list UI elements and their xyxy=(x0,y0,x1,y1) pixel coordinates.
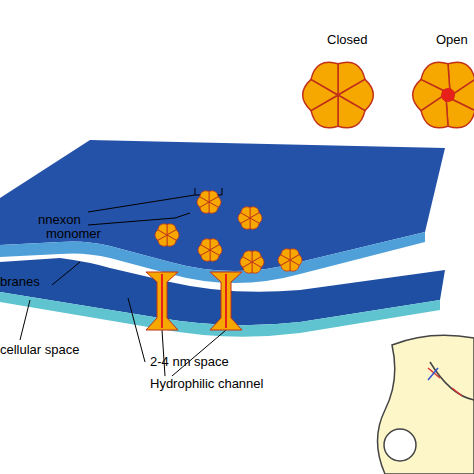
connexin-monomer xyxy=(210,250,219,261)
part-label: cellular space xyxy=(0,342,80,357)
connexon xyxy=(197,191,221,213)
part-label: branes xyxy=(0,274,40,289)
state-label: Open xyxy=(436,32,468,47)
connexin-monomer xyxy=(311,62,338,95)
connexon xyxy=(278,249,302,271)
connexin-monomer xyxy=(421,62,450,90)
cell-outline xyxy=(378,335,474,474)
connexon xyxy=(198,239,222,261)
leader-line xyxy=(128,298,145,362)
part-label: nnexon xyxy=(38,212,81,227)
leader-line xyxy=(88,213,190,225)
leader-line xyxy=(162,330,165,376)
channel-pore xyxy=(225,274,227,328)
leader-line xyxy=(20,300,30,340)
channel-pore xyxy=(161,274,163,328)
junction-mark xyxy=(452,388,462,396)
leader-line xyxy=(88,195,195,212)
hydrophilic-channel xyxy=(146,272,178,330)
part-label: Hydrophilic channel xyxy=(150,376,263,391)
cell-border xyxy=(430,362,474,400)
junction-mark xyxy=(428,368,438,380)
connexon-open xyxy=(413,62,474,127)
state-label: Closed xyxy=(327,32,367,47)
connexin-monomer xyxy=(209,202,218,213)
connexon xyxy=(155,224,179,246)
cell-nucleus xyxy=(384,429,416,461)
connexin-monomer xyxy=(241,207,250,218)
connexin-monomer xyxy=(338,95,365,128)
dimension-label: 2-4 nm space xyxy=(150,354,229,369)
connexin-monomer xyxy=(201,239,210,250)
connexin-monomer xyxy=(158,224,167,235)
connexin-monomer xyxy=(446,100,474,128)
connexin-monomer xyxy=(250,218,259,229)
connexon-closed xyxy=(303,62,374,127)
hydrophilic-channel xyxy=(210,272,242,330)
connexin-monomer xyxy=(281,249,290,260)
connexon xyxy=(240,251,264,273)
connexin-monomer xyxy=(167,235,176,246)
part-label: monomer xyxy=(46,226,101,241)
connexin-monomer xyxy=(243,251,252,262)
connexin-monomer xyxy=(200,191,209,202)
connexin-monomer xyxy=(290,260,299,271)
open-pore xyxy=(441,88,455,102)
connexon xyxy=(238,207,262,229)
leader-line xyxy=(172,330,226,376)
leader-line xyxy=(52,262,80,285)
connexin-monomer xyxy=(252,262,261,273)
